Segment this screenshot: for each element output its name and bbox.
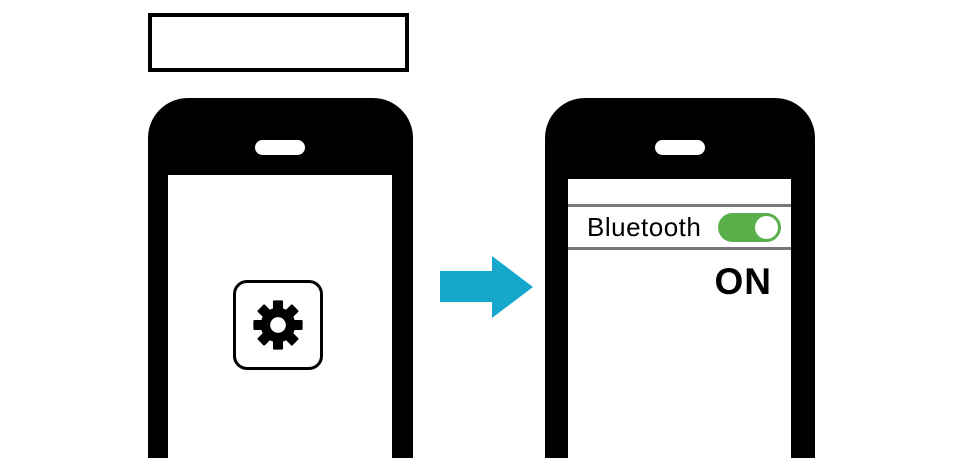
row-separator: [568, 204, 791, 207]
phone-settings: [148, 98, 413, 458]
toggle-knob-icon: [755, 215, 778, 239]
bluetooth-label: Bluetooth: [587, 211, 702, 242]
row-separator: [568, 247, 791, 250]
status-bar: [568, 179, 791, 204]
bluetooth-row: Bluetooth: [568, 207, 791, 247]
bluetooth-status-text: ON: [714, 261, 772, 302]
arrow-right-icon: [440, 256, 533, 318]
settings-app-button[interactable]: [233, 280, 323, 370]
phone-bluetooth: Bluetooth ON: [545, 98, 815, 458]
bluetooth-toggle[interactable]: [718, 212, 781, 242]
bluetooth-phone-screen: Bluetooth ON: [568, 179, 791, 458]
speaker-slot: [655, 140, 705, 155]
gear-icon: [253, 300, 303, 350]
speaker-slot: [255, 140, 305, 155]
title-box: [148, 13, 409, 72]
settings-phone-screen: [168, 175, 392, 458]
